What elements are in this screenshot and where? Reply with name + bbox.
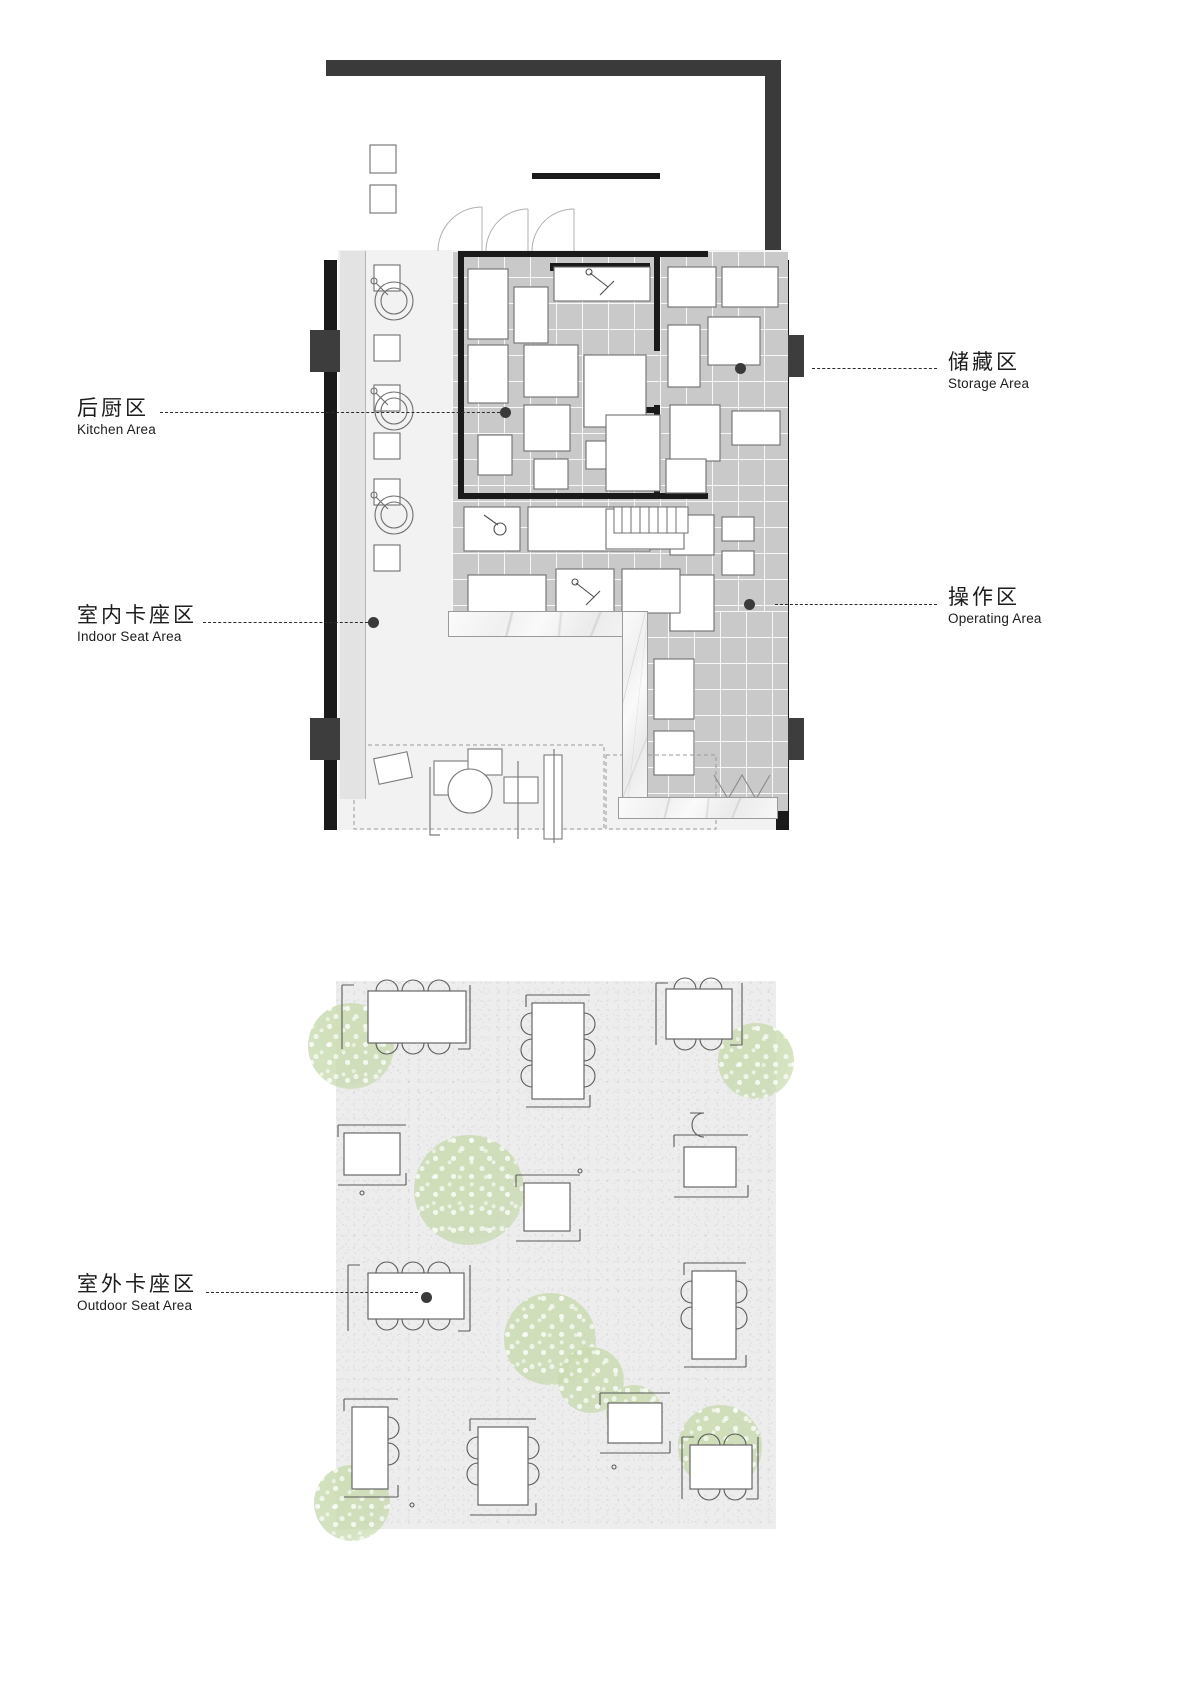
kitchen-wall-inner-h1 — [532, 173, 660, 179]
bar-counter-horizontal — [448, 611, 648, 637]
tree-canopy — [308, 1003, 394, 1089]
leader-line-outdoor-seat-area — [206, 1292, 418, 1293]
plan-linework — [353, 144, 781, 843]
bar-counter-vertical — [622, 611, 648, 807]
leader-line-indoor-seat-area — [203, 622, 368, 623]
terrace-linework — [337, 977, 759, 1516]
callout-outdoor-seat-area-en: Outdoor Seat Area — [77, 1298, 193, 1314]
callout-operating-area-zh: 操作区 — [948, 585, 1020, 609]
callout-outdoor-seat-area-zh: 室外卡座区 — [77, 1272, 197, 1296]
callout-indoor-seat-area-zh: 室内卡座区 — [77, 603, 197, 627]
tree-canopy — [414, 1135, 524, 1245]
kitchen-wall-inner-v1 — [654, 251, 660, 351]
callout-storage-area-en: Storage Area — [948, 376, 1030, 392]
callout-kitchen-area-en: Kitchen Area — [77, 422, 156, 438]
callout-dot-indoor-seat-area — [368, 617, 379, 628]
callout-dot-operating-area — [744, 599, 755, 610]
callout-operating-area: 操作区 Operating Area — [948, 585, 1042, 627]
callout-storage-area: 储藏区 Storage Area — [948, 350, 1029, 392]
glazing-band-left — [340, 251, 366, 799]
interior-floor-plan — [310, 55, 818, 843]
leader-line-storage-area — [812, 368, 937, 369]
outdoor-terrace-plan — [308, 975, 794, 1541]
callout-indoor-seat-area-en: Indoor Seat Area — [77, 629, 182, 645]
callout-dot-kitchen-area — [500, 407, 511, 418]
kitchen-wall-bottom — [458, 493, 708, 499]
callout-kitchen-area: 后厨区 Kitchen Area — [77, 396, 156, 438]
callout-dot-outdoor-seat — [421, 1292, 432, 1303]
callout-outdoor-seat-area: 室外卡座区 Outdoor Seat Area — [77, 1272, 197, 1314]
tree-canopy — [558, 1347, 624, 1413]
callout-indoor-seat-area: 室内卡座区 Indoor Seat Area — [77, 603, 197, 645]
callout-operating-area-en: Operating Area — [948, 611, 1042, 627]
exterior-wall-left — [324, 260, 337, 830]
kitchen-wall-left — [458, 251, 464, 499]
canopy-beam-top — [326, 60, 781, 76]
callout-kitchen-area-zh: 后厨区 — [77, 396, 149, 420]
leader-line-kitchen-area — [160, 412, 505, 413]
callout-dot-storage-area — [735, 363, 746, 374]
bar-counter-lower — [618, 797, 778, 819]
leader-line-operating-area — [775, 604, 937, 605]
tree-canopy — [718, 1023, 794, 1099]
kitchen-wall-top — [458, 251, 708, 257]
callout-storage-area-zh: 储藏区 — [948, 350, 1020, 374]
canopy-beam-right — [765, 60, 781, 300]
